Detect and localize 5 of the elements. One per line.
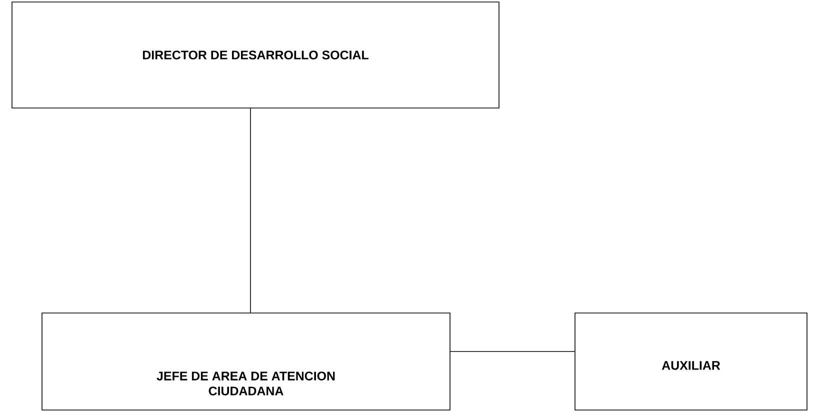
connector-line: [450, 351, 575, 352]
connector-line: [250, 108, 251, 313]
org-box: DIRECTOR DE DESARROLLO SOCIAL: [12, 2, 500, 108]
org-box: JEFE DE AREA DE ATENCION CIUDADANA: [42, 312, 450, 410]
org-box: AUXILIAR: [574, 312, 808, 410]
